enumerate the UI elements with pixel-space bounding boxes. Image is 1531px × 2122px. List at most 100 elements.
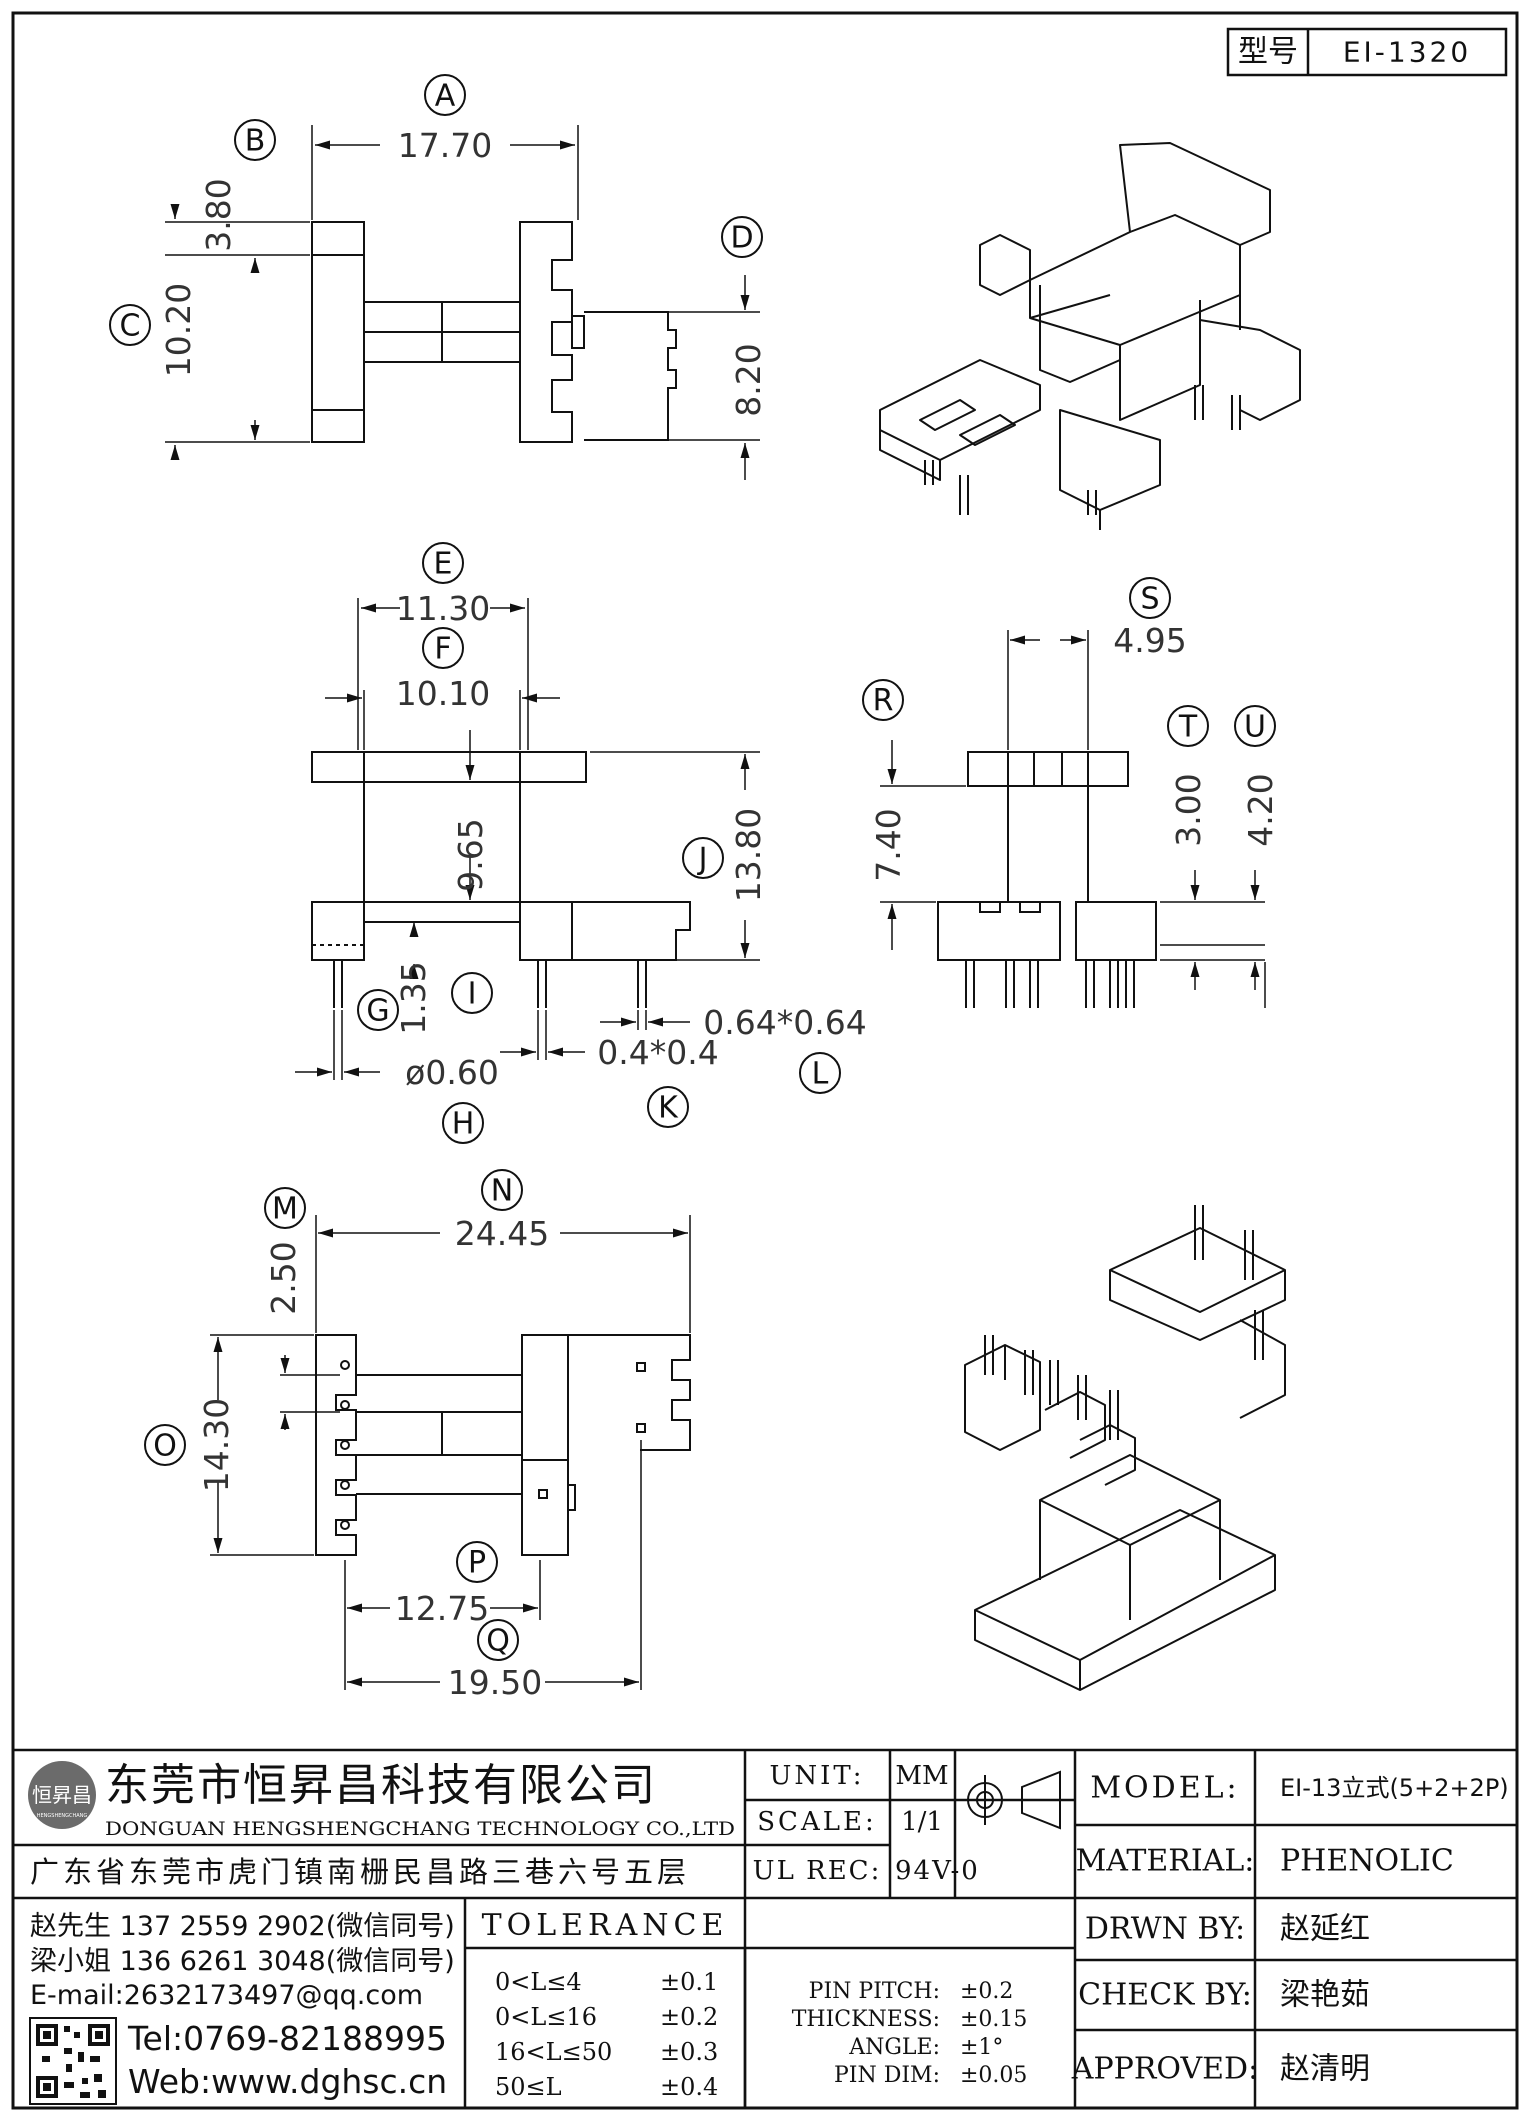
bottom-view <box>315 1334 691 1556</box>
dim-value-l: 0.64*0.64 <box>703 1003 866 1042</box>
label-t: T <box>1178 710 1198 745</box>
label-d: D <box>730 221 753 256</box>
label-b: B <box>245 124 266 159</box>
model-label: MODEL: <box>1090 1771 1239 1806</box>
dim-value-c: 10.20 <box>159 283 198 377</box>
company-name-en: DONGUAN HENGSHENGCHANG TECHNOLOGY CO.,LT… <box>105 1818 735 1840</box>
ulrec-label: UL REC: <box>753 1856 882 1886</box>
tol-value-4: ±0.4 <box>660 2073 718 2101</box>
title-block <box>13 1748 1517 2108</box>
side-view <box>937 751 1157 1008</box>
sheet-border <box>11 11 1519 2110</box>
dim-value-t: 3.00 <box>1169 773 1208 846</box>
ulrec-value: 94V-0 <box>895 1856 980 1886</box>
label-s: S <box>1140 582 1159 617</box>
tol-extra-value-4: ±0.05 <box>960 2063 1027 2088</box>
isometric-view-bottom <box>964 1205 1286 1691</box>
dim-value-q: 19.50 <box>448 1663 542 1702</box>
label-a: A <box>435 79 456 114</box>
label-i: I <box>468 977 477 1012</box>
dim-value-m: 2.50 <box>264 1241 303 1314</box>
label-m: M <box>272 1192 298 1227</box>
bottom-view-dimensions <box>210 1215 691 1690</box>
contact-1: 赵先生 137 2559 2902(微信同号) <box>30 1911 455 1942</box>
side-view-dimensions <box>880 630 1266 1008</box>
dim-value-a: 17.70 <box>398 126 492 165</box>
logo-text: 恒昇昌 <box>32 1783 92 1807</box>
dim-value-g: 1.35 <box>394 961 433 1034</box>
tolerance-title: TOLERANCE <box>482 1908 729 1943</box>
label-k: K <box>658 1091 679 1126</box>
label-e: E <box>434 547 453 582</box>
check-label: CHECK BY: <box>1078 1978 1252 2013</box>
model-info-block: MODEL: EI-13立式(5+2+2P) MATERIAL: PHENOLI… <box>1071 1771 1509 2087</box>
projection-symbol-icon <box>960 1770 1066 1830</box>
drawn-label: DRWN BY: <box>1085 1912 1245 1947</box>
dim-value-r: 7.40 <box>869 808 908 881</box>
contact-2: 梁小姐 136 6261 3048(微信同号) <box>30 1946 455 1977</box>
dim-value-u: 4.20 <box>1241 773 1280 846</box>
label-c: C <box>120 309 141 344</box>
isometric-view-top <box>879 142 1301 530</box>
website: Web:www.dghsc.cn <box>128 2062 447 2101</box>
tol-range-1: 0<L≤4 <box>495 1968 582 1996</box>
email: E-mail:2632173497@qq.com <box>30 1980 423 2011</box>
label-h: H <box>452 1107 475 1142</box>
tol-range-2: 0<L≤16 <box>495 2003 597 2031</box>
tol-extra-name-3: ANGLE: <box>848 2035 940 2060</box>
scale-label: SCALE: <box>757 1807 877 1837</box>
unit-value: MM <box>895 1761 948 1791</box>
tol-extra-value-3: ±1° <box>960 2035 1003 2060</box>
front-view <box>311 751 691 1008</box>
dim-value-k: 0.4*0.4 <box>597 1033 718 1072</box>
tol-range-4: 50≤L <box>495 2073 562 2101</box>
tol-extra-name-2: THICKNESS: <box>792 2007 940 2032</box>
dim-value-p: 12.75 <box>395 1589 489 1628</box>
tol-value-3: ±0.3 <box>660 2038 718 2066</box>
dim-value-o: 14.30 <box>197 1398 236 1492</box>
company-address: 广东省东莞市虎门镇南栅民昌路三巷六号五层 <box>30 1855 690 1889</box>
unit-scale-block: UNIT: MM SCALE: 1/1 UL REC: 94V-0 <box>753 1761 980 1886</box>
telephone: Tel:0769-82188995 <box>127 2019 447 2058</box>
tol-extra-name-4: PIN DIM: <box>834 2063 940 2088</box>
dim-value-b: 3.80 <box>199 178 238 251</box>
tol-value-1: ±0.1 <box>660 1968 718 1996</box>
front-view-dimensions <box>295 598 760 1080</box>
part-number: EI-1320 <box>1343 36 1471 69</box>
approved-value: 赵清明 <box>1280 2052 1370 2087</box>
label-f: F <box>434 632 451 667</box>
part-number-label: 型号 <box>1238 35 1298 70</box>
material-value: PHENOLIC <box>1280 1844 1454 1879</box>
logo-subtext: HENGSHENGCHANG <box>37 1813 88 1819</box>
dim-value-d: 8.20 <box>729 343 768 416</box>
part-number-box: 型号 EI-1320 <box>1226 27 1508 77</box>
tol-extra-value-2: ±0.15 <box>960 2007 1027 2032</box>
label-r: R <box>873 684 894 719</box>
tol-range-3: 16<L≤50 <box>495 2038 612 2066</box>
label-p: P <box>468 1546 486 1581</box>
dim-value-s: 4.95 <box>1113 621 1186 660</box>
label-u: U <box>1244 710 1266 745</box>
check-value: 梁艳茹 <box>1280 1978 1370 2013</box>
qr-code-icon <box>29 2017 117 2105</box>
company-name-cn: 东莞市恒昇昌科技有限公司 <box>105 1760 657 1811</box>
dimension-values: 17.70 3.80 10.20 8.20 11.30 10.10 9.65 1… <box>159 126 1280 1702</box>
material-label: MATERIAL: <box>1076 1844 1255 1879</box>
top-view <box>311 221 677 443</box>
label-o: O <box>153 1429 177 1464</box>
top-view-dimensions <box>165 125 760 480</box>
tolerance-rows: 0<L≤4 ±0.1 0<L≤16 ±0.2 16<L≤50 ±0.3 50≤L… <box>495 1968 718 2101</box>
tolerance-extra: PIN PITCH: ±0.2 THICKNESS: ±0.15 ANGLE: … <box>792 1979 1028 2088</box>
approved-label: APPROVED: <box>1071 2052 1258 2087</box>
label-j: J <box>697 842 708 877</box>
model-value: EI-13立式(5+2+2P) <box>1280 1774 1509 1802</box>
drawn-value: 赵延红 <box>1280 1912 1370 1947</box>
tol-extra-value-1: ±0.2 <box>960 1979 1013 2004</box>
dim-value-e: 11.30 <box>396 589 490 628</box>
label-g: G <box>366 994 389 1029</box>
dim-value-h: ø0.60 <box>405 1053 499 1092</box>
dim-value-n: 24.45 <box>455 1214 549 1253</box>
dimension-letters: A B C D E F I J G H K L S R T U N M O <box>109 74 1276 1661</box>
company-logo: 恒昇昌 HENGSHENGCHANG <box>28 1761 96 1829</box>
